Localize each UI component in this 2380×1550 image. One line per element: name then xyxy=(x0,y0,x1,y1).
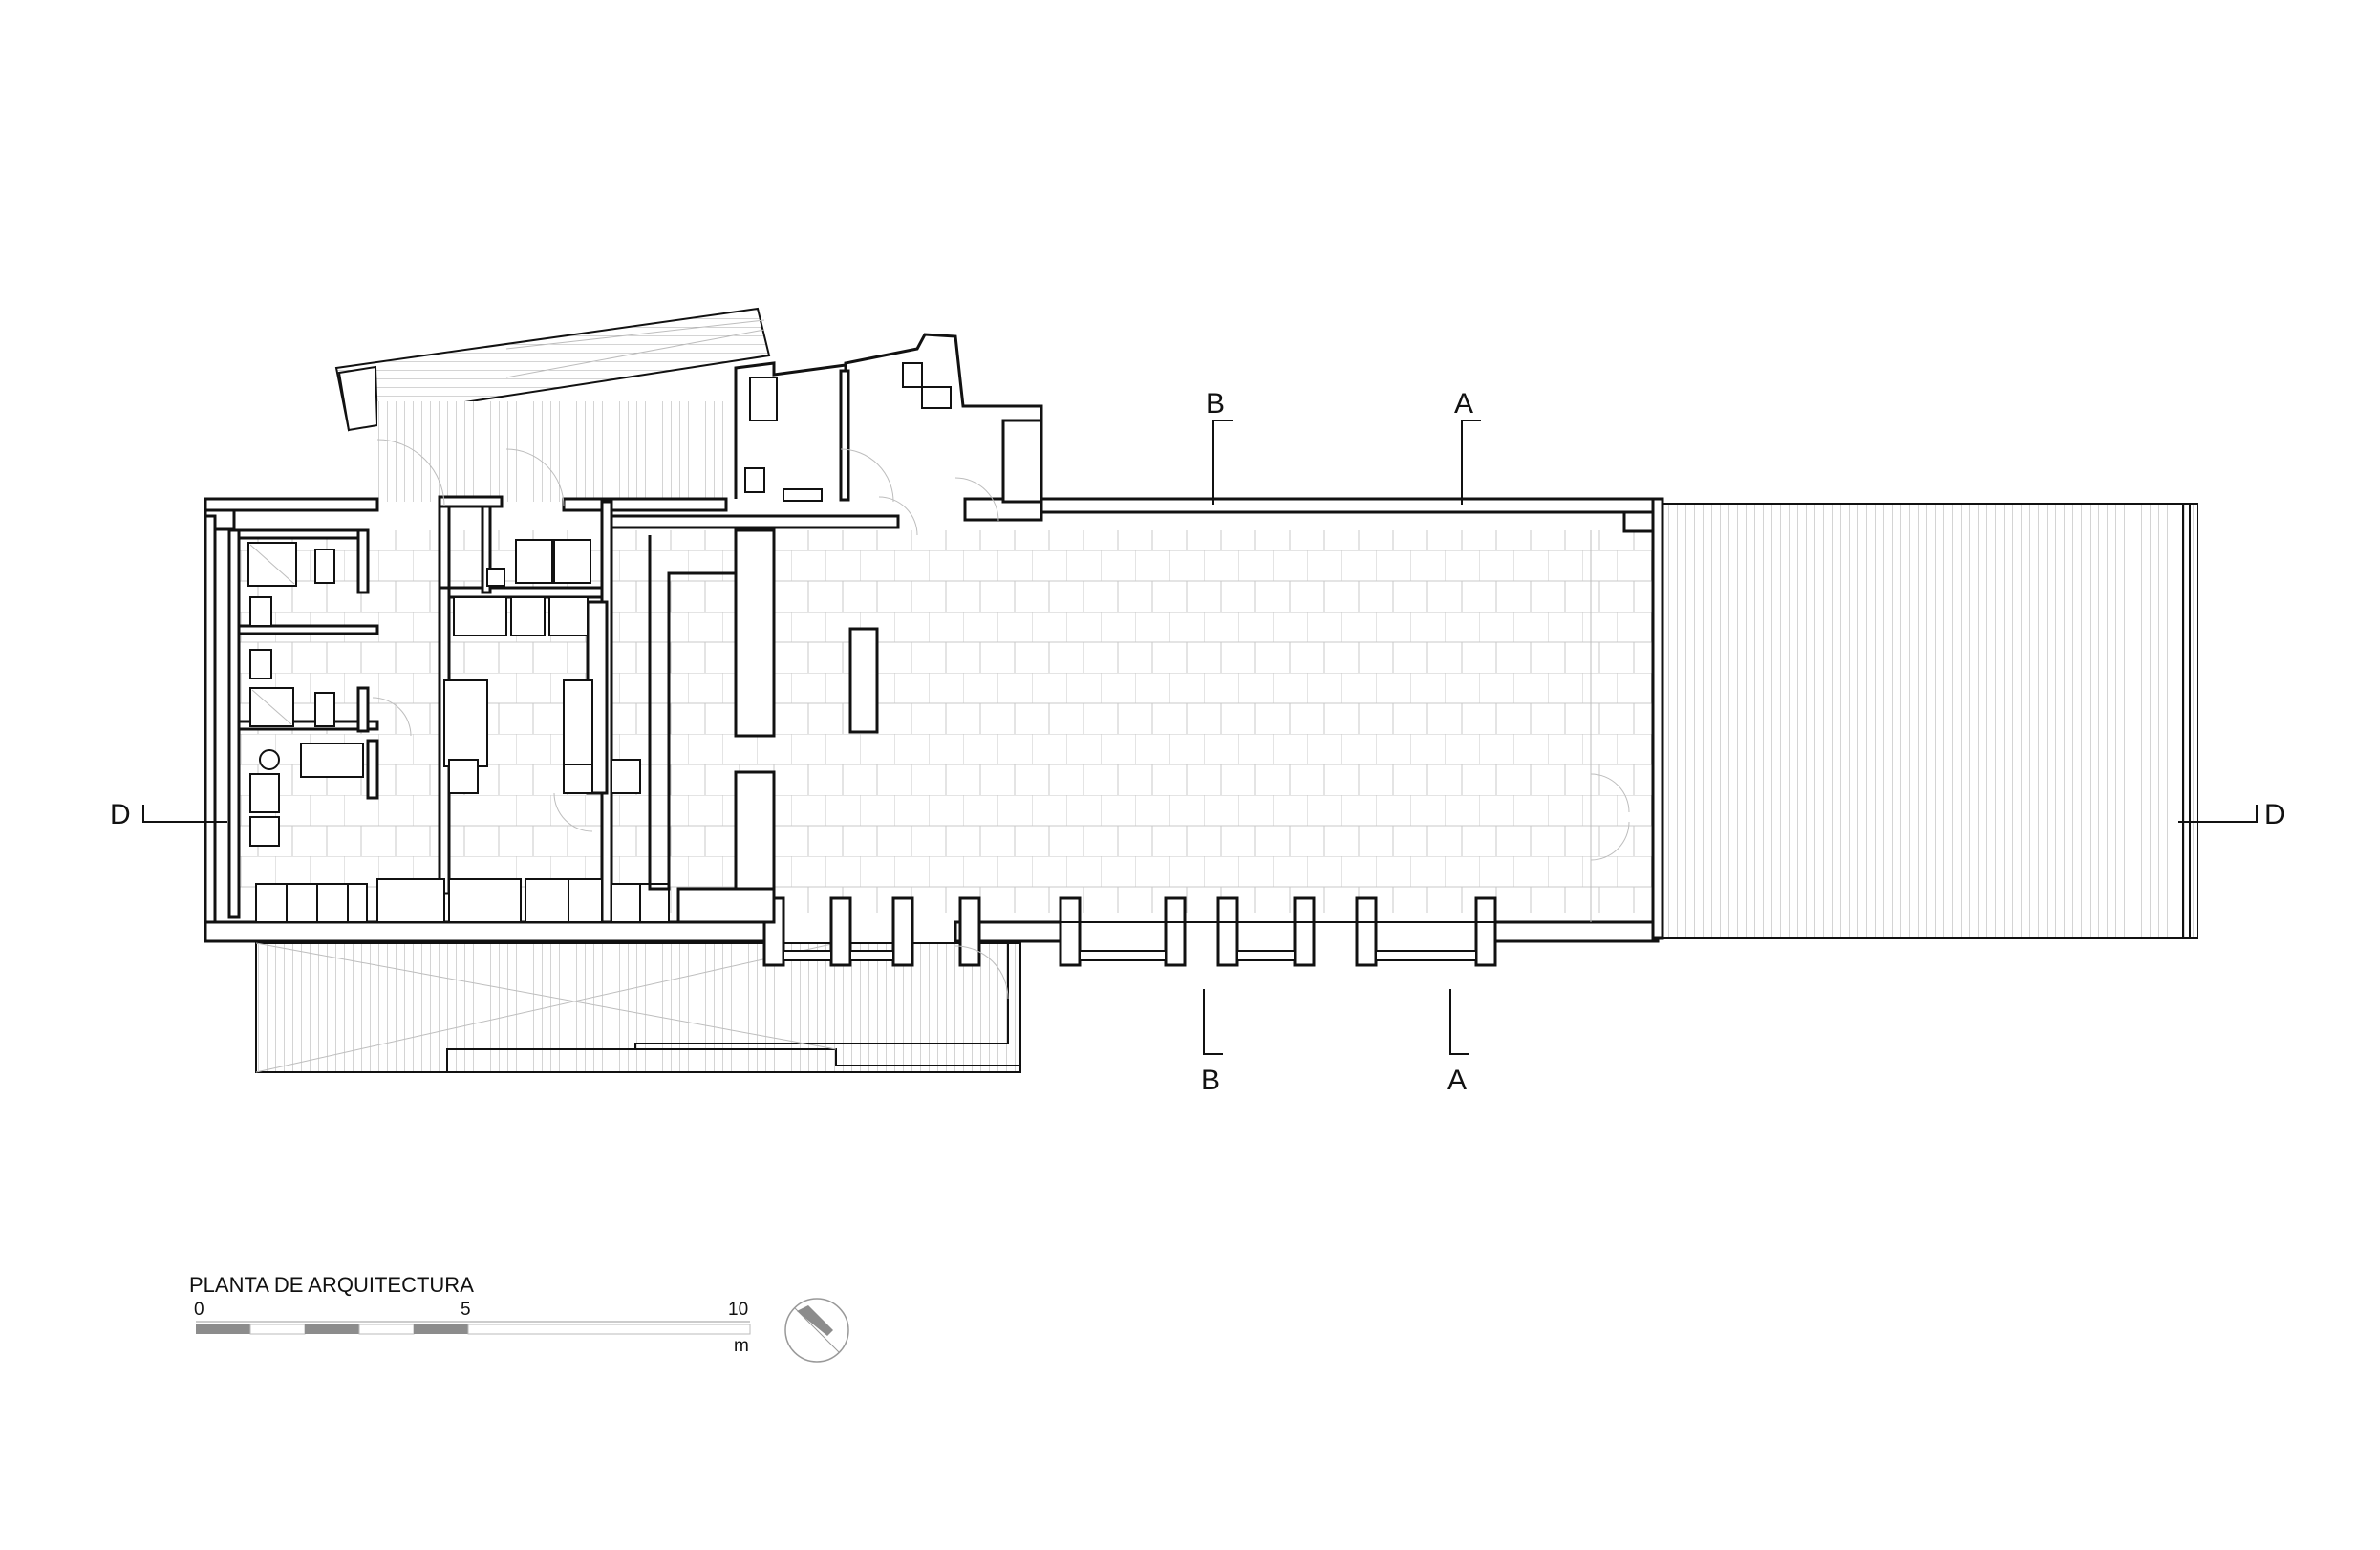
bar-counters xyxy=(648,528,879,924)
section-label-b-top: B xyxy=(1206,388,1225,420)
scale-tick-10: 10 xyxy=(728,1300,748,1320)
section-marker-a-bottom xyxy=(1449,989,1469,1055)
scale-tick-5: 5 xyxy=(461,1300,471,1320)
section-marker-d-right xyxy=(2178,805,2258,823)
section-label-b-bottom: B xyxy=(1201,1065,1220,1096)
scale-segment xyxy=(414,1324,468,1334)
scale-segment xyxy=(305,1324,359,1334)
scale-tick-0: 0 xyxy=(194,1300,204,1320)
skylight-strip xyxy=(334,307,771,432)
scale-bar: 0 5 10 m xyxy=(194,1300,751,1356)
exterior-walls xyxy=(204,497,1664,967)
section-marker-b-top xyxy=(1212,420,1233,505)
section-marker-d-left xyxy=(142,805,227,823)
kitchen-fixtures xyxy=(376,539,670,923)
bathroom-fixtures xyxy=(247,542,368,923)
door-swings xyxy=(372,439,1630,1000)
rear-deck xyxy=(1662,503,2198,939)
section-marker-b-bottom xyxy=(1203,989,1223,1055)
section-label-a-top: A xyxy=(1454,388,1473,420)
main-hall-floor xyxy=(611,530,1653,913)
north-arrow-icon xyxy=(784,1298,849,1363)
section-marker-a-top xyxy=(1461,420,1481,505)
scale-unit: m xyxy=(734,1336,749,1356)
upper-toilets xyxy=(734,333,1043,504)
scale-segment xyxy=(358,1324,415,1335)
scale-segment xyxy=(467,1324,751,1335)
scale-segment xyxy=(196,1324,250,1334)
upper-courtyard xyxy=(377,401,731,502)
scale-segment xyxy=(249,1324,306,1335)
section-label-a-bottom: A xyxy=(1447,1065,1467,1096)
drawing-title: PLANTA DE ARQUITECTURA xyxy=(189,1273,474,1297)
section-label-d-right: D xyxy=(2264,799,2285,830)
section-label-d-left: D xyxy=(110,799,131,830)
